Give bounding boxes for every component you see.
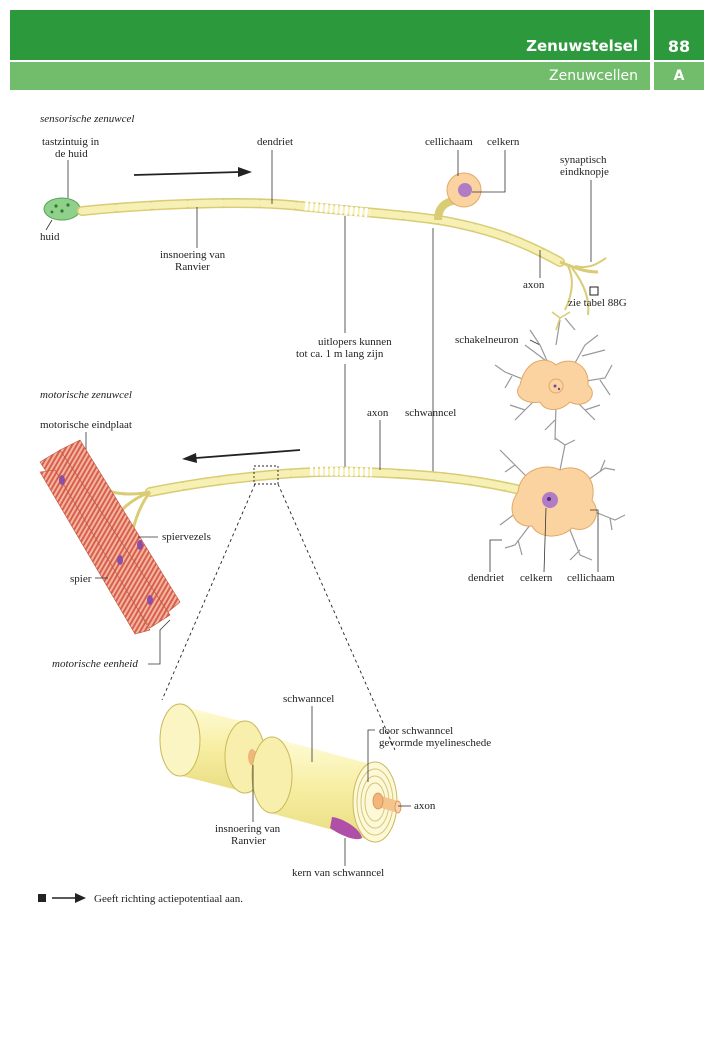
see-table-label: zie tabel 88G bbox=[568, 297, 627, 309]
motor-unit-label: motorische eenheid bbox=[52, 658, 138, 670]
extensions-label-2: tot ca. 1 m lang zijn bbox=[296, 348, 384, 360]
end-plate-label: motorische eindplaat bbox=[40, 419, 132, 431]
sensory-dendrite-label: dendriet bbox=[257, 136, 293, 148]
sensory-title: sensorische zenuwcel bbox=[40, 113, 134, 125]
ranvier-label-2: Ranvier bbox=[175, 261, 210, 273]
motor-dendrite-label: dendriet bbox=[468, 572, 504, 584]
detail-ranvier-label-1: insnoering van bbox=[215, 823, 281, 835]
schwann-nucleus-label: kern van schwanncel bbox=[292, 867, 384, 879]
synaptic-label-1: synaptisch bbox=[560, 154, 607, 166]
section-letter: A bbox=[654, 62, 704, 90]
motor-fiber bbox=[94, 466, 525, 541]
muscle-label: spier bbox=[70, 573, 92, 585]
synaptic-label-2: eindknopje bbox=[560, 166, 609, 178]
motor-schwann-label: schwanncel bbox=[405, 407, 456, 419]
legend-text: Geeft richting actiepotentiaal aan. bbox=[94, 893, 243, 905]
muscle bbox=[39, 439, 181, 635]
legend-square-icon bbox=[38, 894, 46, 902]
sensory-fiber bbox=[77, 198, 607, 316]
chapter-header: Zenuwstelsel 88 bbox=[10, 10, 704, 60]
motor-cell-body-label: cellichaam bbox=[567, 572, 615, 584]
myelin-detail bbox=[159, 703, 402, 843]
direction-arrow-motor bbox=[182, 453, 197, 463]
sensory-nucleus bbox=[458, 183, 472, 197]
detail-ranvier-label-2: Ranvier bbox=[231, 835, 266, 847]
ranvier-label-1: insnoering van bbox=[160, 249, 226, 261]
skin-receptor bbox=[43, 197, 81, 221]
section-header: Zenuwcellen A bbox=[10, 62, 704, 90]
detail-schwann-label: schwanncel bbox=[283, 693, 334, 705]
motor-title: motorische zenuwcel bbox=[40, 389, 132, 401]
detail-axon-label: axon bbox=[414, 800, 436, 812]
myelin-label-2: gevormde myelineschede bbox=[379, 737, 491, 749]
interneuron-label: schakelneuron bbox=[455, 334, 519, 346]
nucleus-label: celkern bbox=[487, 136, 520, 148]
motor-axon-label: axon bbox=[367, 407, 389, 419]
extensions-label-1: uitlopers kunnen bbox=[318, 336, 392, 348]
cell-body-label: cellichaam bbox=[425, 136, 473, 148]
direction-arrow-sensory bbox=[238, 167, 252, 177]
sensory-axon-label: axon bbox=[523, 279, 545, 291]
touch-receptor-label-1: tastzintuig in bbox=[42, 136, 100, 148]
legend-arrow-icon bbox=[75, 893, 86, 903]
chapter-title: Zenuwstelsel bbox=[10, 10, 650, 60]
muscle-fibers-label: spiervezels bbox=[162, 531, 211, 543]
skin-label: huid bbox=[40, 231, 60, 243]
myelin-label-1: door schwanncel bbox=[379, 725, 453, 737]
motor-nucleus-label: celkern bbox=[520, 572, 553, 584]
touch-receptor-label-2: de huid bbox=[55, 148, 88, 160]
page-number: 88 bbox=[654, 10, 704, 60]
section-title: Zenuwcellen bbox=[10, 62, 650, 90]
